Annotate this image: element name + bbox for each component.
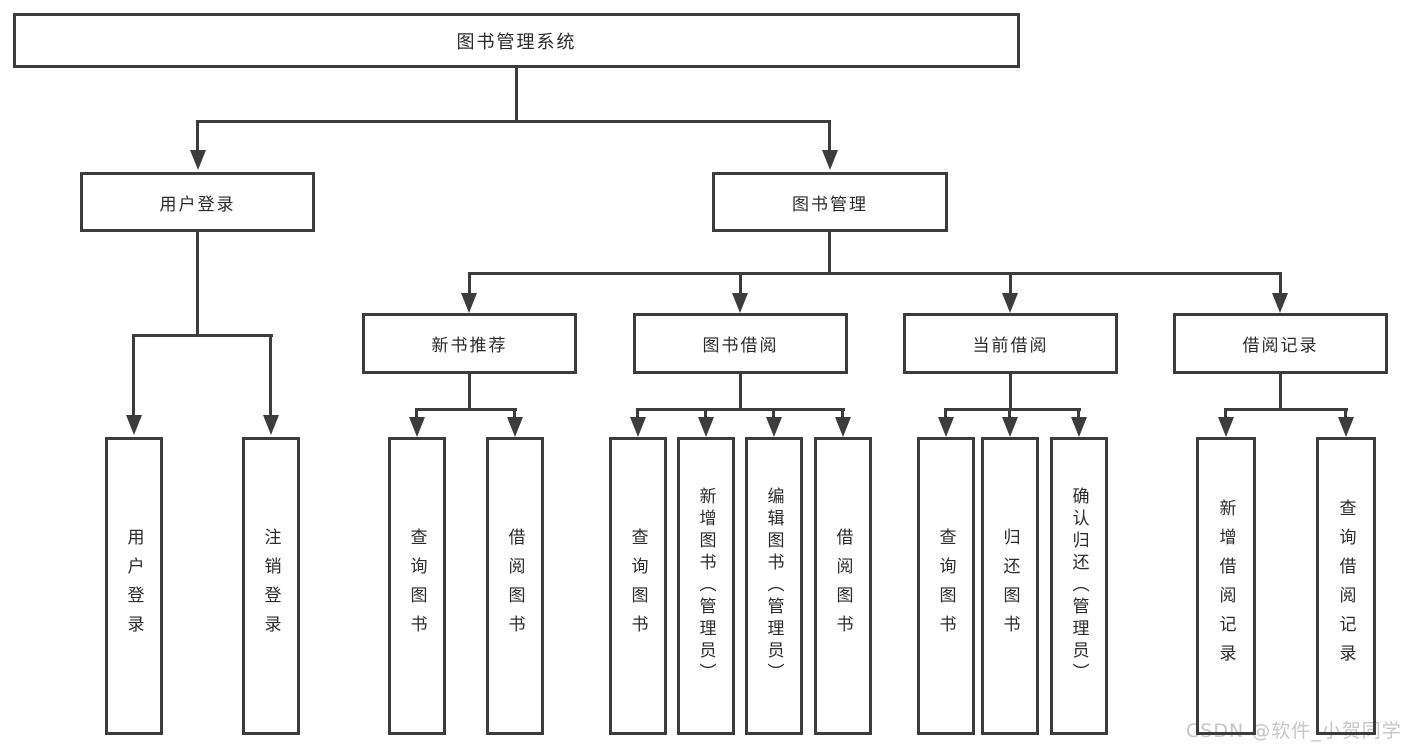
leaf-bookborrow-edit: 编辑图书（管理员） — [745, 437, 803, 735]
connector-currentborrow-shaft-2 — [1008, 408, 1011, 419]
connector-bookborrow-shaft-3 — [772, 408, 775, 419]
leaf-current-return-label: 归还图书 — [999, 528, 1020, 644]
node-borrow-records-label: 借阅记录 — [1242, 336, 1319, 356]
leaf-newbooks-query: 查询图书 — [388, 437, 446, 735]
leaf-records-query: 查询借阅记录 — [1316, 437, 1376, 735]
leaf-bookborrow-borrow-label: 借阅图书 — [832, 528, 853, 644]
connector-mgmt-stem — [828, 232, 831, 274]
connector-newbooks-shaft-1 — [415, 408, 418, 419]
arrowhead-records-leaf-2 — [1338, 417, 1354, 437]
node-current-borrow-label: 当前借阅 — [972, 336, 1049, 356]
connector-login-stem — [196, 232, 199, 336]
node-book-mgmt-label: 图书管理 — [792, 194, 868, 215]
arrowhead-login-leaf-1 — [126, 415, 142, 435]
node-book-borrow-label: 图书借阅 — [702, 336, 779, 356]
connector-login-bar — [133, 334, 273, 337]
connector-records-shaft-1 — [1224, 408, 1227, 419]
connector-newbooks-bar — [415, 408, 517, 411]
connector-mgmt-shaft-1 — [468, 272, 471, 295]
connector-mgmt-bar — [468, 272, 1281, 275]
connector-bookborrow-shaft-1 — [636, 408, 639, 419]
leaf-bookborrow-query-label: 查询图书 — [627, 528, 648, 644]
leaf-bookborrow-add: 新增图书（管理员） — [677, 437, 735, 735]
leaf-current-confirm-return: 确认归还（管理员） — [1050, 437, 1108, 735]
leaf-logout-label: 注销登录 — [260, 528, 281, 644]
node-new-books-label: 新书推荐 — [431, 336, 508, 356]
leaf-user-login: 用户登录 — [105, 437, 163, 735]
leaf-bookborrow-add-label: 新增图书（管理员） — [695, 487, 716, 685]
csdn-watermark: CSDN @软件_小贺同学 — [1186, 720, 1402, 742]
connector-root-stem — [515, 68, 518, 121]
arrowhead-book-borrow — [732, 293, 748, 313]
connector-currentborrow-shaft-1 — [944, 408, 947, 419]
connector-login-shaft-1 — [132, 334, 135, 417]
connector-mgmt-shaft-2 — [739, 272, 742, 295]
leaf-records-query-label: 查询借阅记录 — [1335, 499, 1356, 673]
arrowhead-records-leaf-1 — [1218, 417, 1234, 437]
connector-mgmt-shaft-3 — [1009, 272, 1012, 295]
leaf-bookborrow-query: 查询图书 — [609, 437, 667, 735]
node-current-borrow: 当前借阅 — [903, 313, 1118, 374]
arrowhead-bookborrow-leaf-4 — [835, 417, 851, 437]
leaf-current-query: 查询图书 — [917, 437, 975, 735]
arrowhead-currentborrow-leaf-3 — [1071, 417, 1087, 437]
arrowhead-user-login — [190, 150, 206, 170]
connector-login-shaft-2 — [269, 334, 272, 417]
leaf-bookborrow-edit-label: 编辑图书（管理员） — [763, 487, 784, 685]
leaf-newbooks-borrow-label: 借阅图书 — [504, 528, 525, 644]
node-root-label: 图书管理系统 — [456, 31, 577, 53]
arrowhead-borrow-records — [1272, 293, 1288, 313]
node-user-login-label: 用户登录 — [159, 194, 236, 215]
node-book-borrow: 图书借阅 — [633, 313, 848, 374]
leaf-user-login-label: 用户登录 — [123, 528, 144, 644]
leaf-records-add: 新增借阅记录 — [1196, 437, 1256, 735]
connector-root-bar — [196, 120, 831, 123]
arrowhead-currentborrow-leaf-2 — [1002, 417, 1018, 437]
arrowhead-bookborrow-leaf-3 — [766, 417, 782, 437]
leaf-current-confirm-return-label: 确认归还（管理员） — [1068, 487, 1089, 685]
arrowhead-newbooks-leaf-1 — [409, 417, 425, 437]
arrowhead-currentborrow-leaf-1 — [938, 417, 954, 437]
arrowhead-newbooks-leaf-2 — [507, 417, 523, 437]
leaf-current-query-label: 查询图书 — [935, 528, 956, 644]
connector-records-stem — [1279, 374, 1282, 410]
connector-records-shaft-2 — [1344, 408, 1347, 419]
connector-currentborrow-stem — [1009, 374, 1012, 410]
node-borrow-records: 借阅记录 — [1173, 313, 1388, 374]
connector-newbooks-shaft-2 — [513, 408, 516, 419]
connector-bookborrow-shaft-4 — [841, 408, 844, 419]
leaf-logout: 注销登录 — [242, 437, 300, 735]
leaf-records-add-label: 新增借阅记录 — [1215, 499, 1236, 673]
arrowhead-login-leaf-2 — [263, 415, 279, 435]
leaf-newbooks-borrow: 借阅图书 — [486, 437, 544, 735]
node-user-login: 用户登录 — [80, 172, 315, 232]
leaf-current-return: 归还图书 — [981, 437, 1039, 735]
leaf-newbooks-query-label: 查询图书 — [406, 528, 427, 644]
node-root: 图书管理系统 — [13, 13, 1020, 68]
connector-currentborrow-shaft-3 — [1077, 408, 1080, 419]
connector-currentborrow-bar — [944, 408, 1081, 411]
connector-records-bar — [1224, 408, 1348, 411]
connector-newbooks-stem — [468, 374, 471, 410]
node-book-mgmt: 图书管理 — [712, 172, 948, 232]
leaf-bookborrow-borrow: 借阅图书 — [814, 437, 872, 735]
connector-mgmt-shaft-4 — [1279, 272, 1282, 295]
arrowhead-bookborrow-leaf-2 — [698, 417, 714, 437]
arrowhead-current-borrow — [1002, 293, 1018, 313]
connector-bookborrow-bar — [636, 408, 845, 411]
arrowhead-book-mgmt — [822, 150, 838, 170]
arrowhead-new-books — [461, 293, 477, 313]
connector-root-shaft-1 — [196, 120, 199, 152]
connector-bookborrow-shaft-2 — [704, 408, 707, 419]
node-new-books: 新书推荐 — [362, 313, 577, 374]
connector-root-shaft-2 — [828, 120, 831, 152]
connector-bookborrow-stem — [739, 374, 742, 410]
arrowhead-bookborrow-leaf-1 — [630, 417, 646, 437]
